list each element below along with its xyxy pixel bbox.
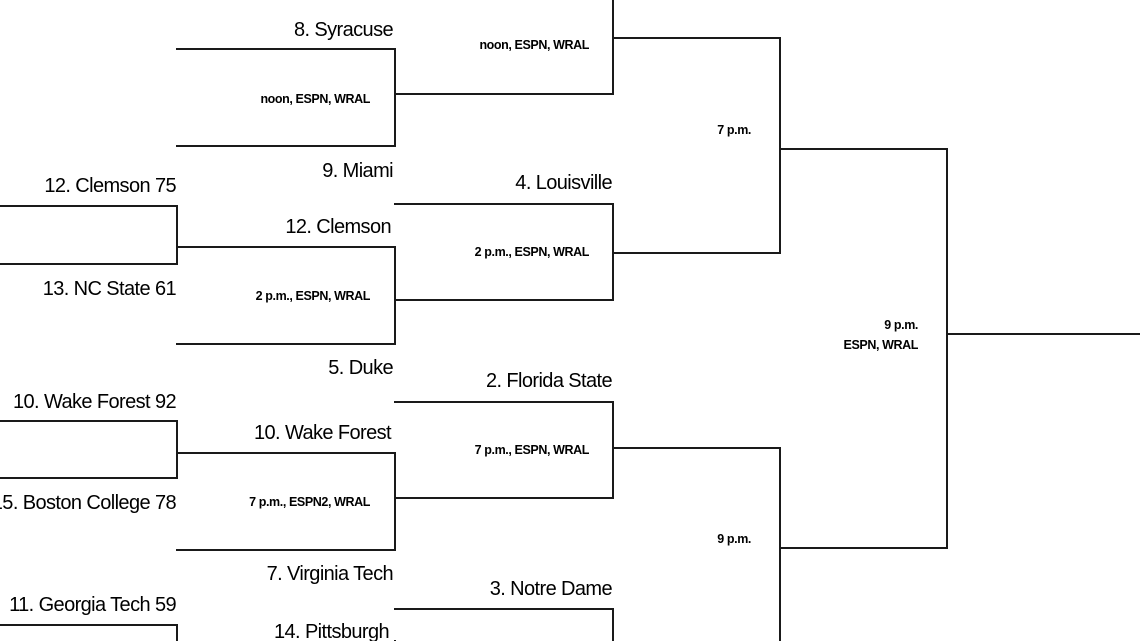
quarterfinal-game-4 [394, 608, 614, 641]
game-time-label: 7 p.m., ESPN2, WRAL [249, 495, 371, 509]
second-round-game-1 [176, 48, 396, 147]
game-time-label: 9 p.m. [717, 532, 751, 546]
final-time-label: 9 p.m. [884, 318, 918, 332]
team-label: 3. Notre Dame [490, 578, 613, 600]
first-round-game-wake-bc [0, 420, 178, 479]
final-network-label: ESPN, WRAL [844, 338, 919, 352]
quarterfinal-game-3 [394, 401, 614, 499]
team-label: 13. NC State 61 [43, 278, 177, 300]
team-label: 2. Florida State [486, 370, 613, 392]
team-label: 10. Wake Forest 92 [13, 391, 176, 413]
second-round-game-2 [176, 246, 396, 345]
game-time-label: noon, ESPN, WRAL [479, 38, 589, 52]
team-label: 11. Georgia Tech 59 [9, 594, 176, 616]
first-round-game-clemson-ncstate [0, 205, 178, 265]
team-label: 8. Syracuse [294, 19, 393, 41]
game-time-label: 2 p.m., ESPN, WRAL [256, 289, 371, 303]
team-label: 5. Duke [328, 357, 393, 379]
game-time-label: noon, ESPN, WRAL [260, 92, 370, 106]
team-label: 4. Louisville [515, 172, 612, 194]
team-label: 15. Boston College 78 [0, 492, 176, 514]
team-label: 14. Pittsburgh [274, 621, 389, 641]
team-label: 12. Clemson 75 [44, 175, 176, 197]
game-time-label: 2 p.m., ESPN, WRAL [475, 245, 590, 259]
game-time-label: 7 p.m., ESPN, WRAL [475, 443, 590, 457]
team-label: 10. Wake Forest [254, 422, 392, 444]
team-label: 12. Clemson [285, 216, 391, 238]
second-round-game-3 [176, 452, 396, 551]
quarterfinal-game-1 [394, 0, 614, 95]
team-label: 7. Virginia Tech [267, 563, 393, 585]
game-time-label: 7 p.m. [717, 123, 751, 137]
semifinal-game-1 [612, 37, 781, 254]
semifinal-game-2 [612, 447, 781, 641]
final-game [779, 148, 1140, 549]
team-label: 9. Miami [322, 160, 393, 182]
first-round-game-gatech [0, 624, 178, 641]
